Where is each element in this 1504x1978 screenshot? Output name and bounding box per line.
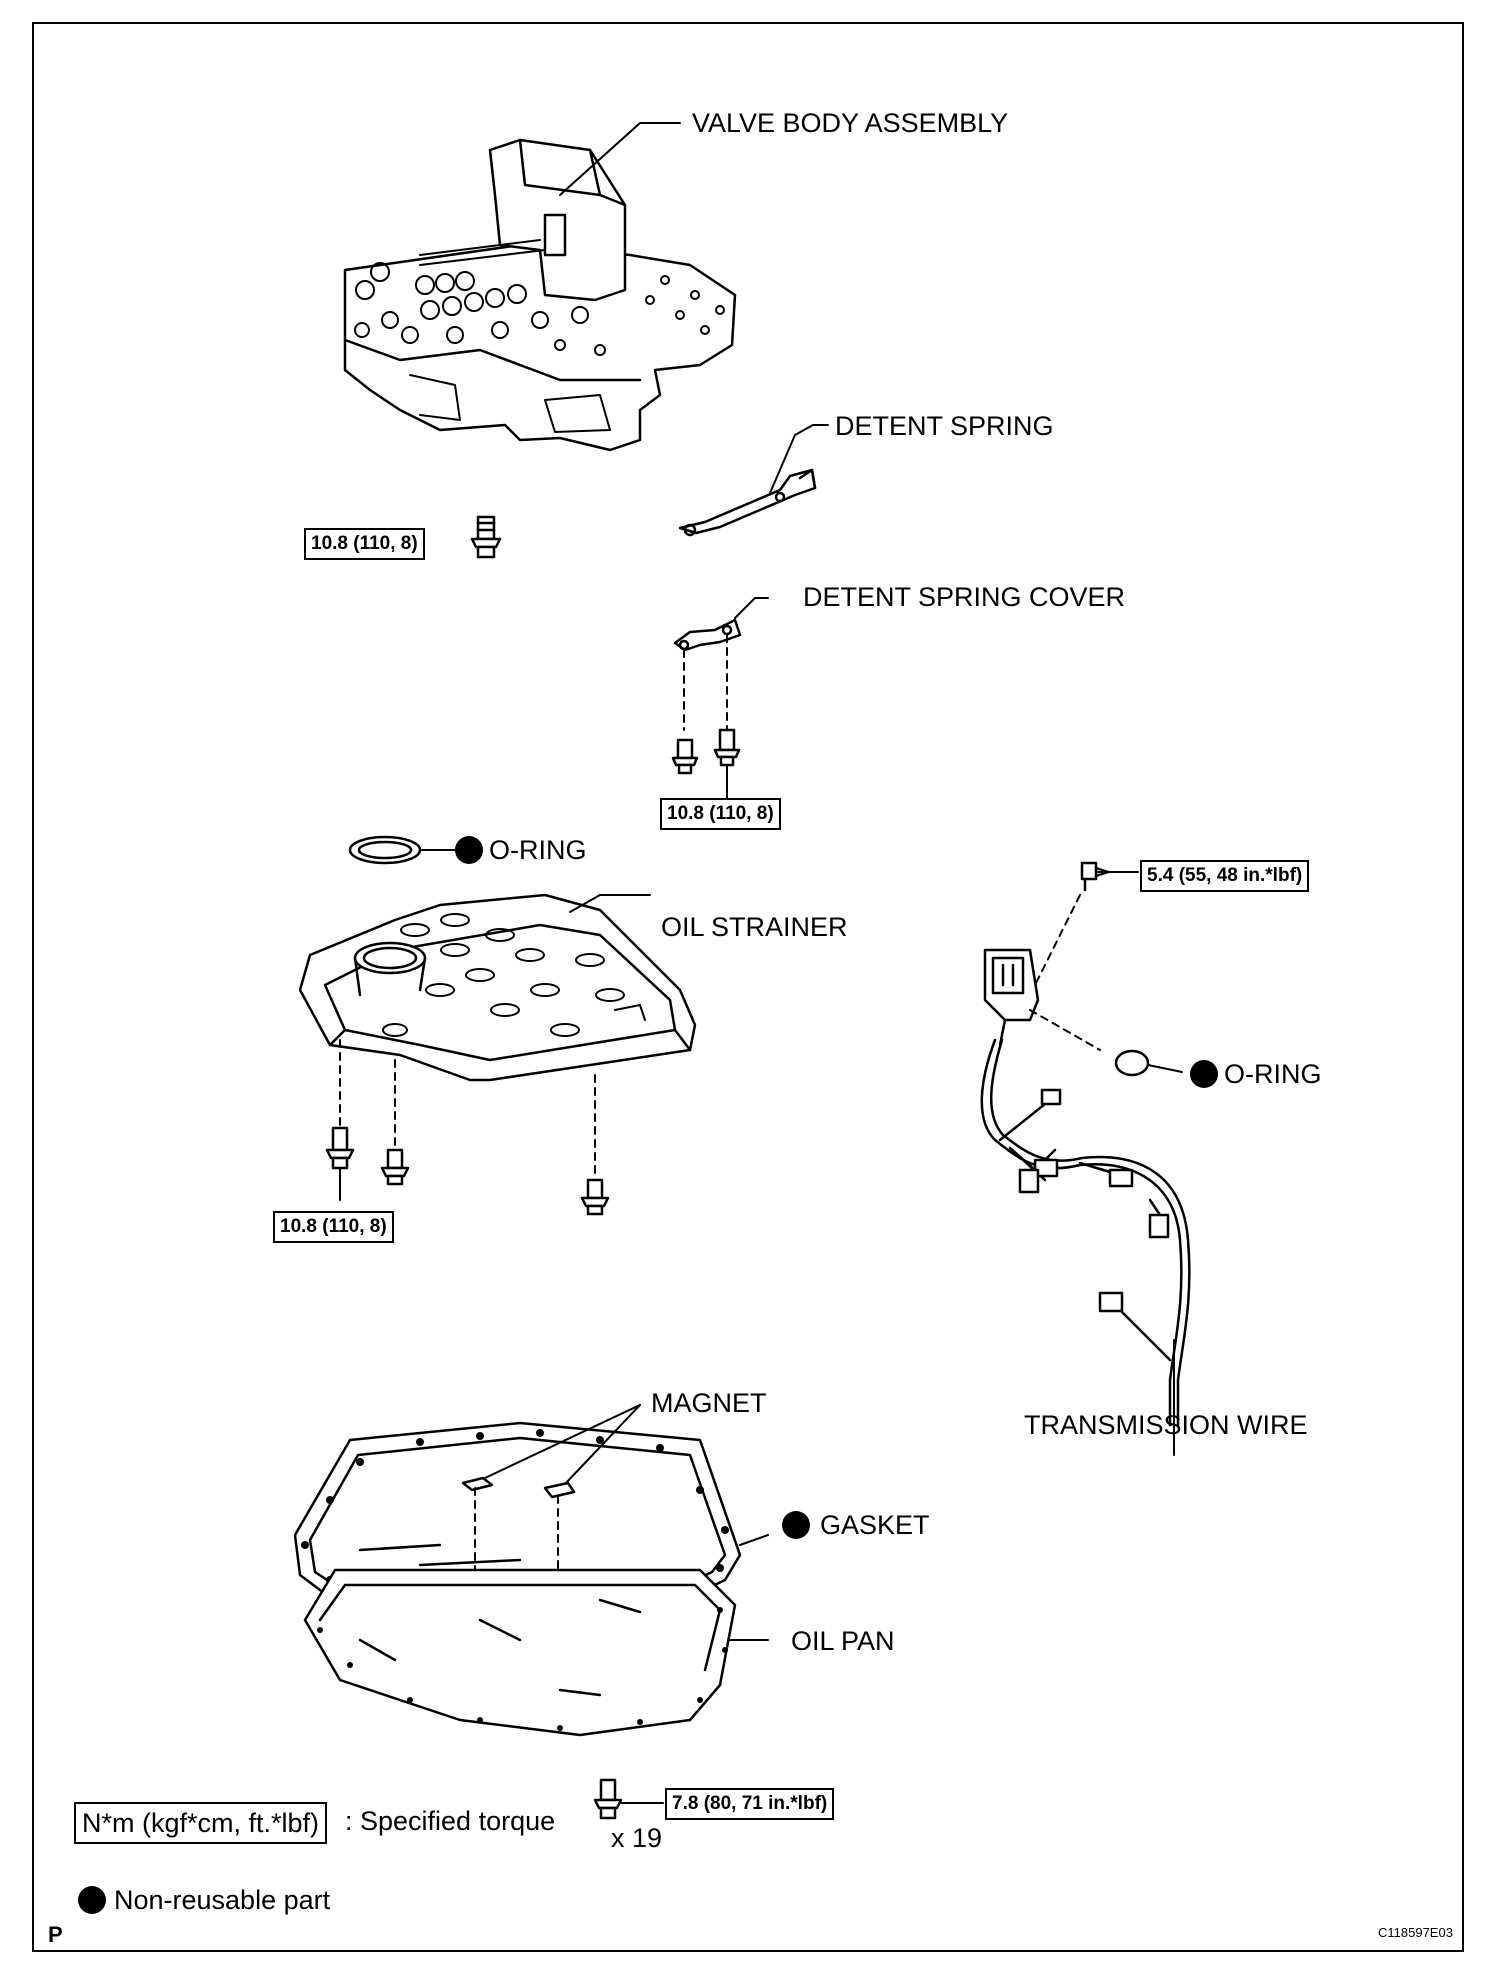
non-reusable-legend-marker: [78, 1886, 106, 1914]
transmission-wire-label: TRANSMISSION WIRE: [1024, 1410, 1308, 1440]
magnet-label: MAGNET: [651, 1388, 767, 1418]
pan-bolt-torque-box: 7.8 (80, 71 in.*lbf): [665, 1788, 835, 1820]
oil-pan-drawing: [303, 1543, 769, 1737]
oil-pan-label: OIL PAN: [791, 1626, 895, 1656]
page-mark: P: [48, 1922, 63, 1947]
valve-body-torque-box: 10.8 (110, 8): [304, 528, 425, 560]
strainer-torque-box: 10.8 (110, 8): [273, 1211, 394, 1243]
specified-torque-legend-label: : Specified torque: [345, 1806, 556, 1836]
magnet-drawing: [461, 1404, 641, 1601]
diagram-frame: [32, 22, 1464, 1952]
valve-body-bolt-drawing: [470, 515, 502, 559]
pan-bolt-quantity: x 19: [611, 1823, 663, 1853]
detent-spring-cover-label: DETENT SPRING COVER: [803, 582, 1126, 612]
pan-bolt-drawing: [593, 1778, 664, 1820]
wire-torque-box: 5.4 (55, 48 in.*lbf): [1140, 860, 1310, 892]
detent-spring-drawing: [678, 424, 829, 537]
gasket-label: GASKET: [820, 1510, 930, 1540]
detent-spring-cover-drawing: [671, 597, 769, 799]
oil-strainer-drawing: [298, 893, 697, 1216]
valve-body-assembly-label: VALVE BODY ASSEMBLY: [692, 108, 1009, 138]
non-reusable-marker: [455, 836, 483, 864]
o-ring-upper-drawing: [348, 835, 456, 865]
o-ring-wire-label: O-RING: [1224, 1059, 1322, 1089]
valve-body-drawing: [343, 122, 737, 452]
oil-strainer-label: OIL STRAINER: [661, 912, 848, 942]
detent-cover-torque-box: 10.8 (110, 8): [660, 798, 781, 830]
detent-spring-label: DETENT SPRING: [835, 411, 1054, 441]
o-ring-upper-label: O-RING: [489, 835, 587, 865]
non-reusable-marker: [1190, 1060, 1218, 1088]
torque-unit-legend-box: N*m (kgf*cm, ft.*lbf): [74, 1802, 328, 1844]
non-reusable-marker: [782, 1511, 810, 1539]
figure-code: C118597E03: [1378, 1925, 1453, 1940]
non-reusable-legend-label: Non-reusable part: [114, 1885, 331, 1915]
transmission-wire-drawing: [980, 861, 1191, 1456]
